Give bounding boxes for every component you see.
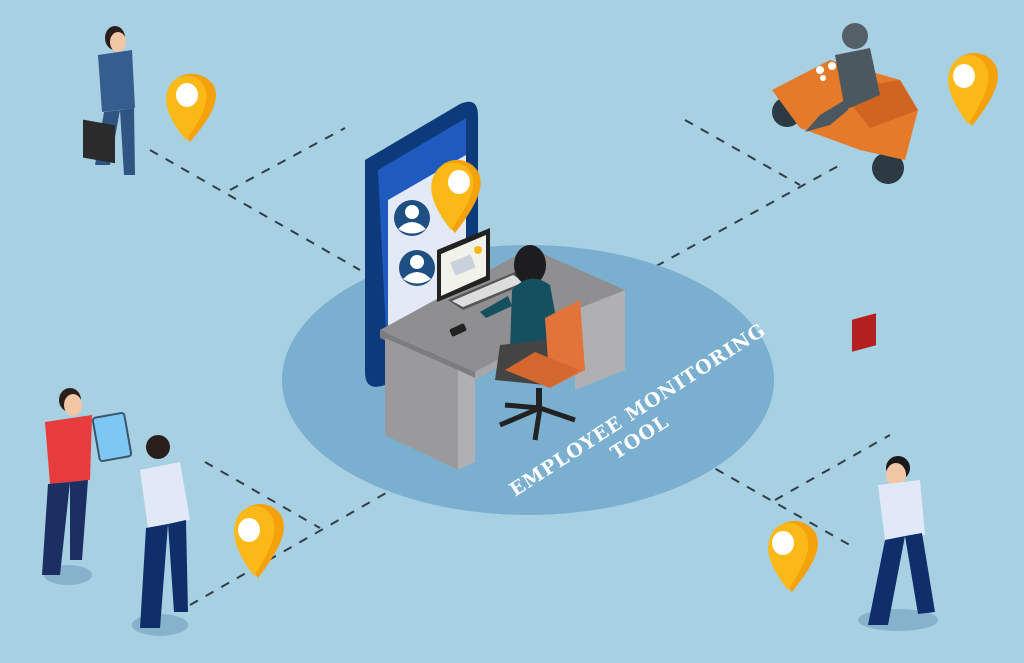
location-pin-icon — [234, 504, 284, 578]
businessman-figure — [83, 26, 135, 175]
location-pin-icon — [431, 159, 481, 233]
location-pin-icon — [948, 53, 998, 126]
location-pin-icon — [166, 73, 216, 143]
man-with-suitcase-figure — [852, 313, 938, 631]
scooter-rider — [772, 23, 918, 184]
suitcase-icon — [852, 313, 876, 352]
computer-monitor — [437, 228, 530, 310]
phone-device-icon — [449, 323, 467, 337]
two-men-figure — [42, 388, 190, 636]
office-chair — [499, 300, 585, 441]
briefcase-icon — [83, 119, 115, 164]
location-pin-icon — [768, 521, 818, 592]
dashed-connectors — [149, 119, 891, 606]
tablet-icon — [91, 412, 133, 462]
